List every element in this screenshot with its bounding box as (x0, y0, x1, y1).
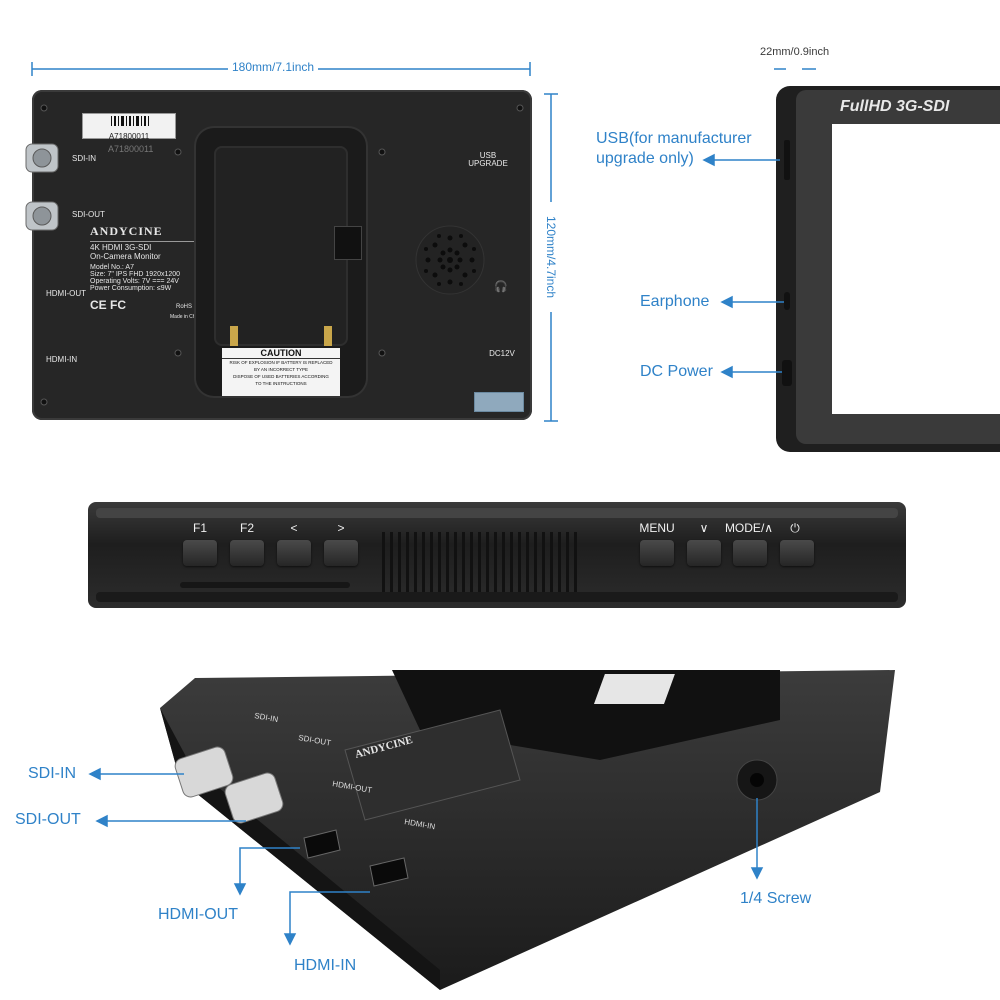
menu-button[interactable] (640, 540, 674, 566)
sdi-connectors-back (25, 143, 59, 231)
dc-power-callout: DC Power (640, 363, 713, 380)
speaker-grille (415, 225, 485, 295)
width-dimension-label: 180mm/7.1inch (228, 60, 319, 74)
battery-contact-left (230, 326, 238, 346)
left-button[interactable] (277, 540, 311, 566)
f1-button[interactable] (183, 540, 217, 566)
label-line2: On-Camera Monitor (90, 252, 161, 261)
dc-power-port (782, 360, 792, 386)
power-icon: ⏻ (790, 521, 800, 535)
battery-contact-right (324, 326, 332, 346)
caution-line4: TO THE INSTRUCTIONS (255, 381, 307, 386)
power-button[interactable] (780, 540, 814, 566)
caution-line2: BY AN INCORRECT TYPE (253, 367, 308, 372)
caution-line1: RISK OF EXPLOSION IF BATTERY IS REPLACED (229, 360, 333, 365)
screen-brand-text: FullHD 3G-SDI (840, 98, 950, 115)
label-volts: Operating Volts: 7V === 24V (90, 278, 179, 285)
sdi-in-callout: SDI-IN (28, 765, 76, 782)
caution-line3: DISPOSE OF USED BATTERIES ACCORDING (233, 374, 329, 379)
label-model: Model No.: A7 (90, 264, 134, 271)
right-button[interactable] (324, 540, 358, 566)
angle-callout-arrows (88, 767, 764, 946)
angled-monitor-body: SDI-IN SDI-OUT HDMI-OUT HDMI-IN ANDYCINE (160, 670, 895, 990)
side-callout-arrows (702, 153, 784, 379)
down-button[interactable] (687, 540, 721, 566)
depth-dimension-arrow (774, 68, 816, 70)
label-size: Size: 7" IPS FHD 1920x1200 (90, 271, 181, 278)
height-dimension-label: 120mm/4.7inch (544, 202, 558, 312)
right-button-label: > (337, 521, 345, 535)
label-rohs: RoHS (176, 304, 193, 310)
headphone-icon-back: 🎧 (494, 280, 508, 293)
f1-button-label: F1 (192, 521, 207, 535)
serial-number-text: A71800011 (108, 132, 150, 141)
menu-button-label: MENU (639, 521, 675, 535)
usb-label-back: USB (480, 151, 496, 160)
hdmi-out-label-back: HDMI-OUT (46, 289, 86, 298)
hdmi-in-callout: HDMI-IN (294, 957, 357, 974)
top-edge-lip (96, 508, 898, 518)
label-made: Made in China (170, 314, 203, 320)
label-line1: 4K HDMI 3G-SDI (90, 241, 214, 252)
hdmi-in-label-back: HDMI-IN (46, 355, 77, 364)
depth-dimension-label: 22mm/0.9inch (760, 46, 830, 58)
caution-label: CAUTION RISK OF EXPLOSION IF BATTERY IS … (222, 348, 340, 396)
sdi-in-label-back: SDI-IN (72, 154, 96, 163)
f2-button[interactable] (230, 540, 264, 566)
sdi-out-callout: SDI-OUT (15, 811, 81, 828)
caution-title: CAUTION (222, 348, 340, 359)
usb-port (784, 140, 790, 180)
earphone-port (784, 292, 790, 310)
earphone-callout: Earphone (640, 293, 710, 310)
battery-latch (334, 226, 362, 260)
usb-callout-line1: USB(for manufacturer (596, 130, 752, 147)
mode-up-button-label: MODE/∧ (724, 521, 774, 535)
monitor-screen (832, 124, 1000, 414)
screw-callout: 1/4 Screw (740, 890, 812, 907)
hdmi-out-callout: HDMI-OUT (158, 906, 238, 923)
bottom-edge-lip (96, 592, 898, 602)
sdi-in-label-angle-printed: SDI-IN (254, 711, 279, 724)
vent-slots (382, 532, 577, 592)
barcode-icon (111, 116, 149, 126)
back-labels: SDI-IN SDI-OUT HDMI-OUT HDMI-IN USB UPGR… (46, 151, 516, 364)
sdi-out-label-back: SDI-OUT (72, 210, 105, 219)
dc12v-label-back: DC12V (489, 349, 515, 358)
brand-name: ANDYCINE (90, 224, 163, 238)
down-button-label: ∨ (699, 521, 709, 535)
label-cert: CE FC (90, 298, 126, 312)
qc-sticker (474, 392, 524, 412)
serial-printed: A71800011 (108, 144, 154, 154)
battery-slot (214, 146, 348, 346)
usb-callout-line2: upgrade only) (596, 150, 694, 167)
product-label-back: ANDYCINE 4K HDMI 3G-SDI On-Camera Monito… (90, 224, 214, 340)
f2-button-label: F2 (239, 521, 254, 535)
label-power: Power Consumption: ≤9W (90, 285, 172, 292)
left-button-label: < (290, 521, 298, 535)
mode-up-button[interactable] (733, 540, 767, 566)
serial-sticker: A71800011 (82, 113, 176, 141)
usb-upgrade-label-back: UPGRADE (468, 159, 508, 168)
bottom-slot (180, 582, 350, 588)
